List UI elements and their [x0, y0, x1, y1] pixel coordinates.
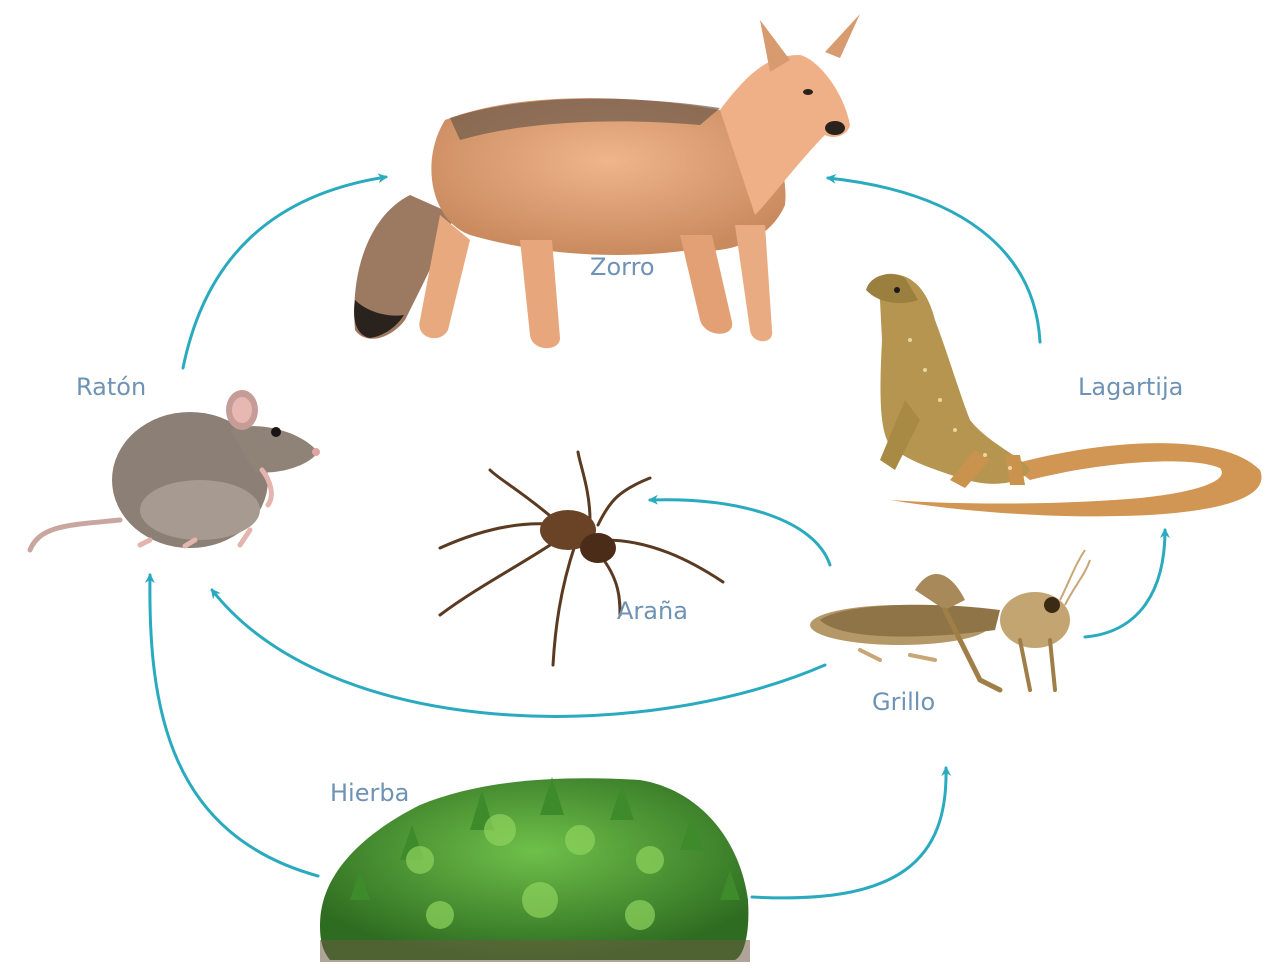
arrow-mouse-to-fox: [183, 177, 386, 368]
cricket-label: Grillo: [872, 688, 935, 716]
lizard-label: Lagartija: [1078, 373, 1183, 401]
grass-label: Hierba: [330, 779, 409, 807]
fox-icon: [354, 14, 860, 348]
arrow-cricket-to-lizard: [1085, 530, 1165, 637]
mouse-label: Ratón: [76, 373, 146, 401]
spider-icon: [440, 452, 723, 665]
arrow-grass-to-mouse: [150, 575, 318, 876]
mouse-icon: [30, 390, 320, 550]
arrow-cricket-to-mouse: [212, 590, 825, 716]
fox-label: Zorro: [590, 253, 655, 281]
cricket-icon: [810, 550, 1090, 690]
arrow-grass-to-cricket: [752, 768, 946, 898]
lizard-icon: [866, 274, 1262, 517]
spider-label: Araña: [617, 597, 688, 625]
